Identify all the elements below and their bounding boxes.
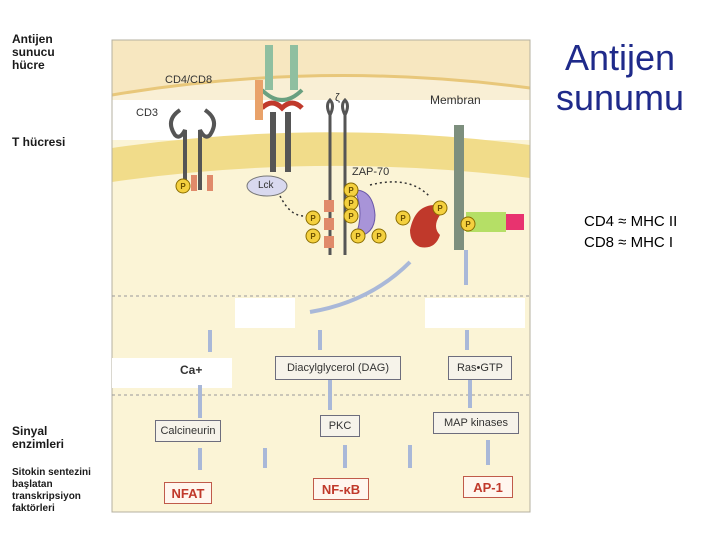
- calcineurin-box: Calcineurin: [155, 420, 221, 442]
- cd3-receptor: [169, 108, 216, 190]
- cd3-label: CD3: [136, 107, 159, 119]
- zap70-shape: [354, 189, 376, 238]
- svg-text:P: P: [465, 220, 471, 229]
- svg-text:P: P: [437, 204, 443, 213]
- label-tcell: T hücresi: [12, 135, 66, 149]
- zap70-label: ZAP-70: [352, 166, 390, 178]
- pkc-box: PKC: [320, 415, 360, 437]
- zeta-chains: [326, 97, 349, 255]
- label-transcription-factors: Sitokin sentezini başlatan transkripsiyo…: [12, 467, 91, 514]
- tcr-mhc-complex: [255, 45, 304, 172]
- zeta-label: ζ: [335, 92, 340, 104]
- svg-text:P: P: [180, 182, 186, 191]
- dag-box: Diacylglycerol (DAG): [275, 356, 401, 380]
- svg-text:P: P: [348, 212, 354, 221]
- page-title: Antijen sunumu: [555, 37, 685, 118]
- label-apc: Antijen sunucu hücre: [12, 32, 55, 72]
- nfkb-box: NF-κB: [313, 478, 369, 500]
- tcell-membrane: [112, 132, 530, 182]
- phosphate-groups: [175, 178, 476, 244]
- lck-shape: [246, 175, 288, 197]
- label-signal-enzymes: Sinyal enzimleri: [12, 424, 65, 451]
- ap1-box: AP-1: [463, 476, 513, 498]
- svg-text:P: P: [310, 214, 316, 223]
- svg-text:P: P: [355, 232, 361, 241]
- flow-arrows: [198, 250, 490, 470]
- cd4-mhc2-mapping: CD4 ≈ MHC II: [584, 213, 678, 230]
- cd4cd8-label: CD4/CD8: [165, 74, 213, 86]
- map-kinases-box: MAP kinases: [433, 412, 519, 434]
- membrane-label: Membran: [430, 93, 481, 107]
- svg-text:P: P: [348, 199, 354, 208]
- cd8-mhc1-mapping: CD8 ≈ MHC I: [584, 234, 674, 251]
- svg-text:P: P: [376, 232, 382, 241]
- ca-label: Ca+: [180, 363, 203, 377]
- adaptor-protein: [454, 125, 464, 250]
- svg-text:P: P: [310, 232, 316, 241]
- svg-text:P: P: [348, 186, 354, 195]
- nfat-box: NFAT: [164, 482, 212, 504]
- kinase-shape: [410, 205, 440, 248]
- lck-label: Lck: [258, 180, 274, 191]
- svg-text:P: P: [400, 214, 406, 223]
- ras-gtp-box: Ras•GTP: [448, 356, 512, 380]
